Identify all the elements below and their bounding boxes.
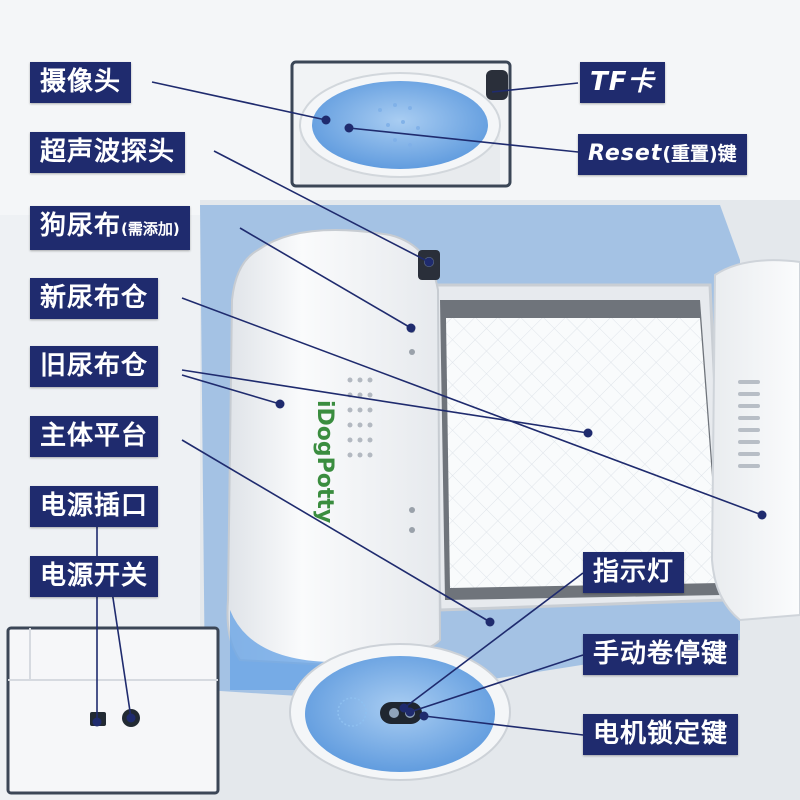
label-ultrasonic-probe: 超声波探头 bbox=[30, 132, 186, 173]
inset-power bbox=[6, 626, 220, 795]
label-tf-card: TF卡 bbox=[580, 62, 665, 103]
brand-logo: iDogPotty bbox=[312, 400, 337, 523]
label-indicator-light: 指示灯 bbox=[583, 552, 685, 593]
label-power-socket: 电源插口 bbox=[30, 486, 159, 527]
label-power-switch: 电源开关 bbox=[30, 556, 159, 597]
label-reset-key-note: (重置)键 bbox=[662, 143, 737, 165]
label-main-platform: 主体平台 bbox=[30, 416, 159, 457]
label-dog-pad-note: (需添加) bbox=[121, 220, 180, 238]
inset-top-blue-disc bbox=[312, 81, 488, 169]
right-bin-vents bbox=[738, 380, 760, 468]
label-manual-stop-key: 手动卷停键 bbox=[583, 634, 739, 675]
label-old-pad-bin: 旧尿布仓 bbox=[30, 346, 159, 387]
leader-dots bbox=[92, 115, 767, 727]
label-motor-lock-key: 电机锁定键 bbox=[583, 714, 739, 755]
dog-pad bbox=[446, 318, 720, 588]
label-dog-pad: 狗尿布(需添加) bbox=[30, 206, 190, 250]
label-camera: 摄像头 bbox=[30, 62, 132, 103]
label-new-pad-bin: 新尿布仓 bbox=[30, 278, 159, 319]
control-button-panel bbox=[380, 702, 422, 724]
label-reset-key: Reset(重置)键 bbox=[578, 134, 747, 175]
leader-lines bbox=[96, 81, 763, 736]
body-vents bbox=[347, 377, 373, 458]
